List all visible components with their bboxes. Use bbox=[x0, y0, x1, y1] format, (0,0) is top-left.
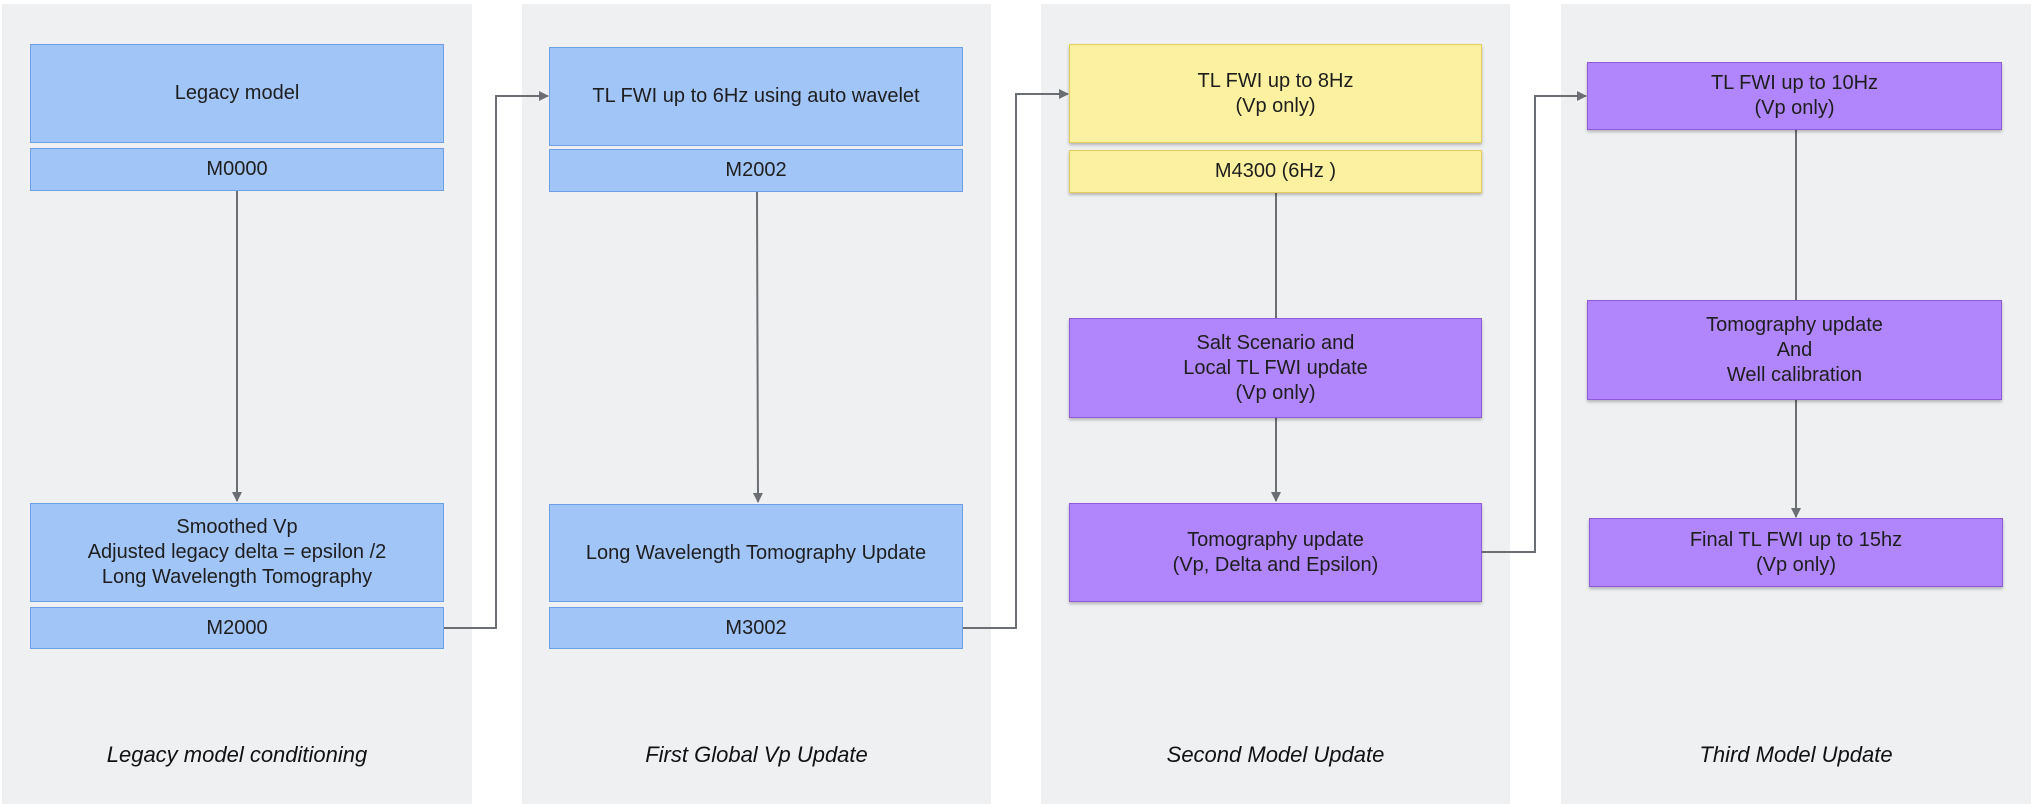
arrow-m3002-to-tl-fwi-8hz bbox=[963, 89, 1069, 629]
arrow-m2002-to-long-wavelength bbox=[752, 191, 763, 503]
node-final-tl-fwi-15hz: Final TL FWI up to 15hz(Vp only) bbox=[1589, 518, 2003, 587]
node-text-line: M2000 bbox=[206, 616, 268, 639]
node-text-line: TL FWI up to 10Hz bbox=[1710, 72, 1879, 94]
node-text-line: M4300 (6Hz ) bbox=[1214, 160, 1337, 182]
node-text-line: TL FWI up to 6Hz using auto wavelet bbox=[592, 85, 920, 107]
node-text-line: (Vp only) bbox=[1235, 381, 1316, 404]
node-text-line: Tomography update bbox=[1187, 528, 1364, 551]
node-text-line: (Vp only) bbox=[1235, 94, 1316, 117]
node-smoothed-vp: Smoothed Vp Adjusted legacy delta = epsil… bbox=[30, 503, 444, 602]
node-m2002: M2002 bbox=[549, 149, 963, 192]
caption-first-global-update: First Global Vp Update bbox=[645, 742, 868, 767]
arrow-tomo-to-tl-fwi-10hz bbox=[1482, 91, 1587, 553]
node-text-line: M3002 bbox=[725, 616, 787, 639]
node-m0000: M0000 bbox=[30, 148, 444, 191]
node-m3002: M3002 bbox=[549, 607, 963, 649]
caption-second-model-update: Second Model Update bbox=[1166, 742, 1385, 767]
node-text-line: TL FWI up to 8Hz bbox=[1197, 69, 1354, 92]
node-text-line: Long Wavelength Tomography Update bbox=[585, 541, 927, 564]
node-tomography-update-vp-delta-epsilon: Tomography update(Vp, Delta and Epsilon) bbox=[1069, 503, 1482, 602]
node-tl-fwi-8hz: TL FWI up to 8Hz(Vp only) bbox=[1069, 44, 1482, 143]
node-text-line: Long Wavelength Tomography bbox=[101, 566, 373, 588]
node-tl-fwi-6hz: TL FWI up to 6Hz using auto wavelet bbox=[549, 47, 963, 146]
node-text-line: (Vp, Delta and Epsilon) bbox=[1172, 553, 1379, 576]
node-long-wavelength-tomography: Long Wavelength Tomography Update bbox=[549, 504, 963, 602]
node-text-line: Smoothed Vp bbox=[176, 516, 298, 538]
node-legacy-model: Legacy model bbox=[30, 44, 444, 143]
node-text-line: M2002 bbox=[725, 159, 787, 181]
node-text-line: And bbox=[1776, 338, 1813, 361]
node-text-line: (Vp only) bbox=[1755, 553, 1837, 576]
node-text-line: Legacy model bbox=[174, 82, 300, 104]
node-m2000: M2000 bbox=[30, 607, 444, 649]
arrow-m2000-to-tl-fwi-6hz bbox=[444, 91, 549, 629]
node-text-line: Well calibration bbox=[1726, 363, 1863, 386]
node-text-line: Adjusted legacy delta = epsilon /2 bbox=[87, 541, 387, 563]
node-text-line: (Vp only) bbox=[1754, 97, 1835, 119]
node-tl-fwi-10hz: TL FWI up to 10Hz (Vp only) bbox=[1587, 62, 2002, 130]
node-text-line: M0000 bbox=[206, 158, 268, 180]
node-text-line: Salt Scenario and bbox=[1196, 331, 1355, 354]
node-text-line: Final TL FWI up to 15hz bbox=[1689, 528, 1903, 551]
caption-third-model-update: Third Model Update bbox=[1699, 742, 1893, 767]
caption-legacy-conditioning: Legacy model conditioning bbox=[106, 742, 368, 767]
node-text-line: Tomography update bbox=[1706, 313, 1883, 336]
node-text-line: Local TL FWI update bbox=[1183, 356, 1368, 379]
node-m4300: M4300 (6Hz ) bbox=[1069, 150, 1482, 193]
